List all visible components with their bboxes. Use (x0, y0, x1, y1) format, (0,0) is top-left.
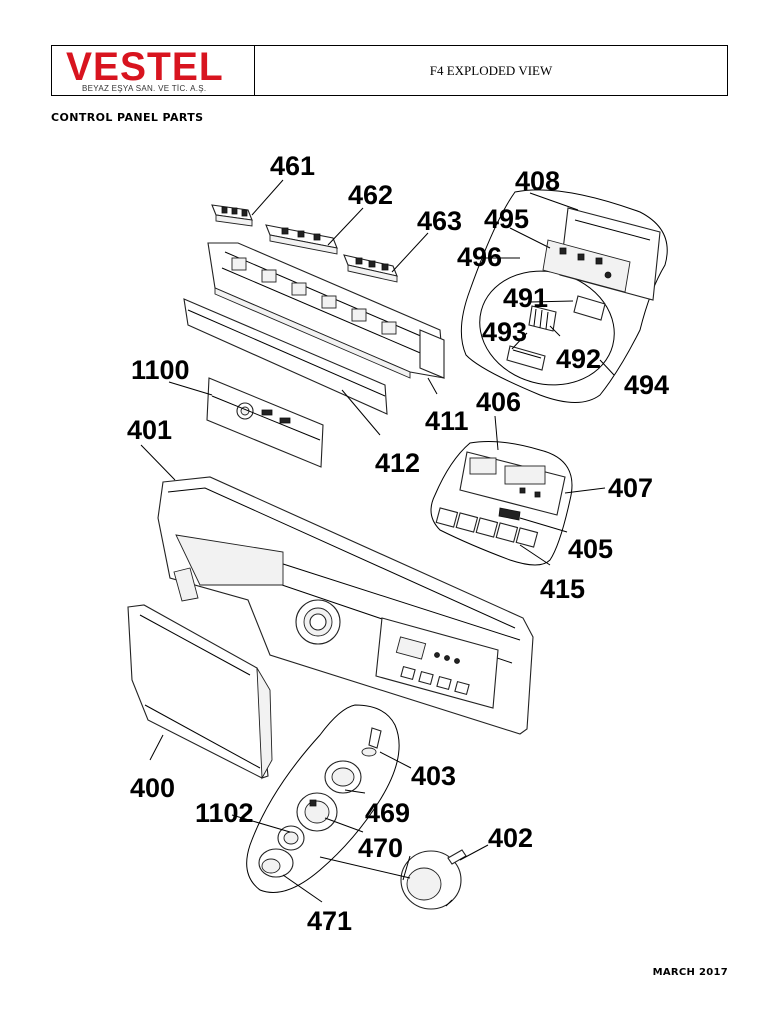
label-411: 411 (425, 406, 469, 436)
button-strip-463 (343, 254, 398, 283)
label-400: 400 (130, 773, 175, 803)
front-panel-401 (157, 476, 534, 735)
knob-group (246, 704, 400, 893)
vestel-logo: VESTEL (66, 45, 224, 90)
label-403: 403 (411, 761, 456, 791)
vestel-logo-subtitle: BEYAZ EŞYA SAN. VE TİC. A.Ş. (82, 84, 207, 93)
label-469: 469 (365, 798, 410, 828)
button-strip-462 (265, 224, 338, 255)
panel-frame-411 (207, 242, 445, 379)
part-number-labels: 461 462 463 408 495 496 491 493 492 494 … (127, 151, 669, 936)
label-461: 461 (270, 151, 315, 181)
label-412: 412 (375, 448, 420, 478)
label-493: 493 (482, 317, 527, 347)
label-496: 496 (457, 242, 502, 272)
label-495: 495 (484, 204, 529, 234)
button-strip-461 (211, 204, 253, 227)
led-holder-405 (498, 507, 521, 521)
label-405: 405 (568, 534, 613, 564)
buttons-415 (435, 507, 539, 548)
button-group-415 (430, 441, 573, 566)
leader-lines (140, 179, 615, 903)
connector-493 (506, 345, 546, 371)
logo-cell: VESTEL BEYAZ EŞYA SAN. VE TİC. A.Ş. (52, 46, 255, 95)
header-box: VESTEL BEYAZ EŞYA SAN. VE TİC. A.Ş. F4 E… (51, 45, 728, 96)
decor-strip-412 (183, 298, 388, 415)
program-knob-402 (400, 849, 467, 910)
connector-491 (573, 295, 606, 321)
pcb-406 (459, 451, 566, 516)
connector-492 (528, 305, 557, 332)
knob-shaft-403 (361, 727, 382, 757)
label-1102: 1102 (195, 798, 254, 828)
section-title: CONTROL PANEL PARTS (51, 111, 204, 124)
label-402: 402 (488, 823, 533, 853)
label-1100: 1100 (131, 355, 190, 385)
display-panel-1100 (206, 377, 324, 468)
pcb-495 (542, 239, 631, 293)
footer-date: MARCH 2017 (652, 967, 728, 978)
label-462: 462 (348, 180, 393, 210)
label-491: 491 (503, 283, 548, 313)
label-407: 407 (608, 473, 653, 503)
label-470: 470 (358, 833, 403, 863)
knob-ring-469 (324, 760, 362, 794)
knob-470 (296, 792, 338, 832)
label-463: 463 (417, 206, 462, 236)
label-406: 406 (476, 387, 521, 417)
drawer-front-400 (127, 604, 273, 780)
label-494: 494 (624, 370, 669, 400)
label-471: 471 (307, 906, 352, 936)
label-408: 408 (515, 166, 560, 196)
label-492: 492 (556, 344, 601, 374)
label-401: 401 (127, 415, 172, 445)
document-title: F4 EXPLODED VIEW (429, 62, 553, 78)
knob-cap-471 (258, 848, 294, 878)
knob-insert-1102 (277, 825, 305, 851)
label-415: 415 (540, 574, 585, 604)
